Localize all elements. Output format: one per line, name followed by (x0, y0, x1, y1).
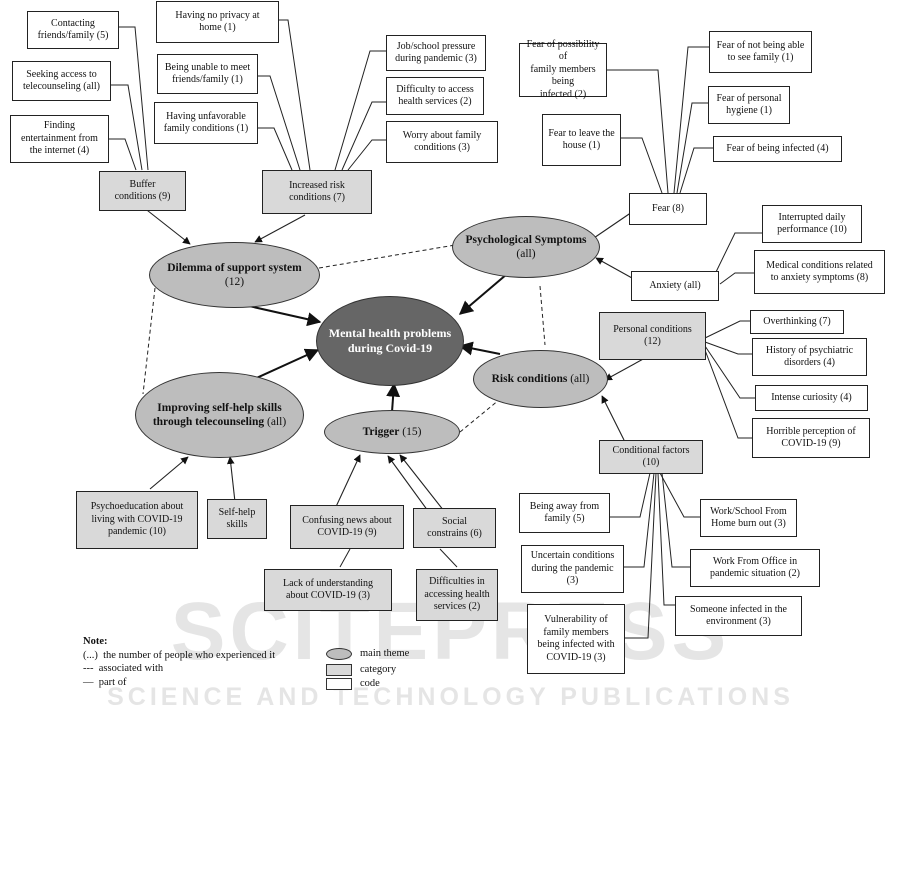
code-vulnerability-family: Vulnerability of family members being in… (527, 604, 625, 674)
code-job-school-pressure: Job/school pressure during pandemic (3) (386, 35, 486, 71)
code-uncertain-conditions: Uncertain conditions during the pandemic… (521, 545, 624, 593)
code-overthinking: Overthinking (7) (750, 310, 844, 334)
category-social-constrains: Social constrains (6) (413, 508, 496, 548)
legend-code-label: code (360, 678, 380, 689)
theme-psychological-symptoms: Psychological Symptoms (all) (452, 216, 600, 278)
code-work-from-office: Work From Office in pandemic situation (… (690, 549, 820, 587)
note-part-of-line: — part of (83, 676, 127, 688)
code-interrupted-daily: Interrupted daily performance (10) (762, 205, 862, 243)
category-increased-risk: Increased risk conditions (7) (262, 170, 372, 214)
theme-improving-self-help: Improving self-help skills through telec… (135, 372, 304, 458)
code-fear-being-infected: Fear of being infected (4) (713, 136, 842, 162)
category-self-help-skills: Self-help skills (207, 499, 267, 539)
code-intense-curiosity: Intense curiosity (4) (755, 385, 868, 411)
category-anxiety: Anxiety (all) (631, 271, 719, 301)
category-lack-understanding: Lack of understanding about COVID-19 (3) (264, 569, 392, 611)
legend-theme-swatch (326, 648, 352, 660)
legend-note: Note: (...) the number of people who exp… (83, 635, 275, 690)
note-count-line: (...) the number of people who experienc… (83, 649, 276, 661)
category-personal-conditions: Personal conditions (12) (599, 312, 706, 360)
theme-risk-conditions: Risk conditions (all) (473, 350, 608, 408)
code-fear-family-infected: Fear of possibility of family members be… (519, 39, 607, 100)
code-someone-infected: Someone infected in the environment (3) (675, 596, 802, 636)
legend-code-swatch (326, 678, 352, 690)
category-fear: Fear (8) (629, 193, 707, 225)
category-buffer-conditions: Buffer conditions (9) (99, 171, 186, 211)
code-away-from-family: Being away from family (5) (519, 493, 610, 533)
part-of-lines (108, 19, 762, 639)
note-associated-line: --- associated with (83, 663, 164, 675)
category-difficulties-accessing: Difficulties in accessing health service… (416, 569, 498, 621)
code-medical-anxiety: Medical conditions related to anxiety sy… (754, 250, 885, 294)
category-psychoeducation: Psychoeducation about living with COVID-… (76, 491, 198, 549)
category-confusing-news: Confusing news about COVID-19 (9) (290, 505, 404, 549)
associated-lines (142, 244, 546, 433)
code-horrible-perception: Horrible perception of COVID-19 (9) (752, 418, 870, 458)
code-fear-leave-house: Fear to leave the house (1) (542, 114, 621, 166)
code-finding-entertainment: Finding entertainment from the internet … (10, 115, 109, 163)
central-theme: Mental health problems during Covid-19 (316, 296, 464, 386)
code-psychiatric-history: History of psychiatric disorders (4) (752, 338, 867, 376)
theme-trigger: Trigger (15) (324, 410, 460, 454)
code-unfavorable-family: Having unfavorable family conditions (1) (154, 102, 258, 144)
code-difficulty-access-health: Difficulty to access health services (2) (386, 77, 484, 115)
code-wfh-burnout: Work/School From Home burn out (3) (700, 499, 797, 537)
code-worry-family: Worry about family conditions (3) (386, 121, 498, 163)
code-fear-not-see-family: Fear of not being able to see family (1) (709, 31, 812, 73)
code-seeking-telecounseling: Seeking access to telecounseling (all) (12, 61, 111, 101)
code-no-privacy: Having no privacy at home (1) (156, 1, 279, 43)
note-title: Note: (83, 636, 108, 647)
legend-category-label: category (360, 664, 397, 675)
legend-theme-label: main theme (360, 648, 410, 659)
code-contacting-friends: Contacting friends/family (5) (27, 11, 119, 49)
category-conditional-factors: Conditional factors (10) (599, 440, 703, 474)
code-unable-to-meet: Being unable to meet friends/family (1) (157, 54, 258, 94)
theme-dilemma-support: Dilemma of support system (12) (149, 242, 320, 308)
code-fear-personal-hygiene: Fear of personal hygiene (1) (708, 86, 790, 124)
legend-category-swatch (326, 664, 352, 676)
